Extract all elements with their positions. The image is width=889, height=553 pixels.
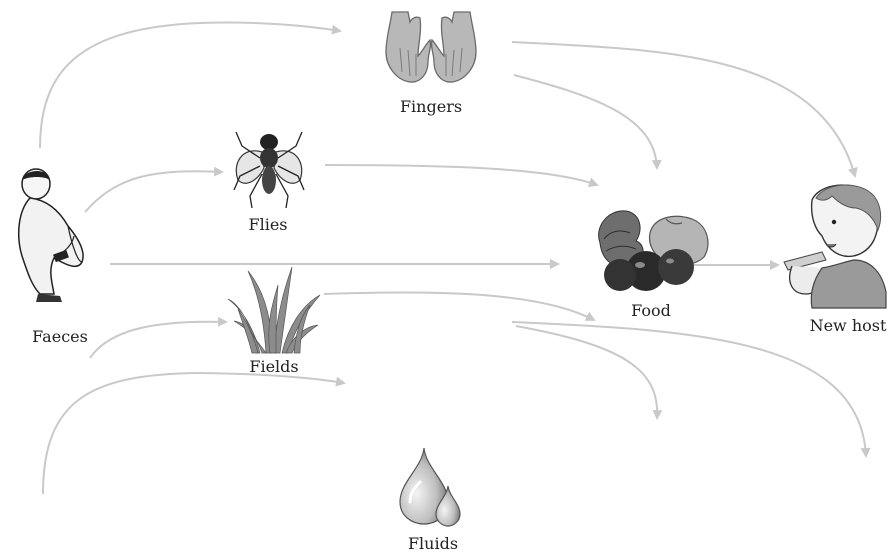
arrow-fields-newhost — [512, 322, 866, 456]
arrow-faeces-flies — [85, 171, 222, 212]
fly-icon — [228, 124, 310, 210]
flies-label: Flies — [248, 215, 287, 234]
vegetables-icon — [590, 203, 712, 295]
fluids-label: Fluids — [408, 534, 458, 553]
arrow-fields-fluids — [516, 326, 657, 418]
new-host-label: New host — [810, 316, 887, 335]
food-label: Food — [631, 301, 671, 320]
faeces-label: Faeces — [32, 327, 88, 346]
arrow-fields-food — [324, 292, 594, 320]
fields-label: Fields — [249, 357, 298, 376]
hands-icon — [378, 8, 484, 88]
arrow-flies-food — [325, 165, 597, 185]
grass-icon — [226, 265, 322, 355]
arrow-faeces-fluids — [43, 373, 344, 494]
arrow-fingers-newhost — [512, 42, 855, 176]
eating-person-icon — [782, 182, 888, 310]
water-drops-icon — [396, 446, 466, 530]
arrow-fingers-food — [514, 75, 657, 168]
squatting-person-icon — [8, 166, 98, 311]
arrow-faeces-fields — [90, 322, 226, 358]
fingers-label: Fingers — [400, 97, 462, 116]
